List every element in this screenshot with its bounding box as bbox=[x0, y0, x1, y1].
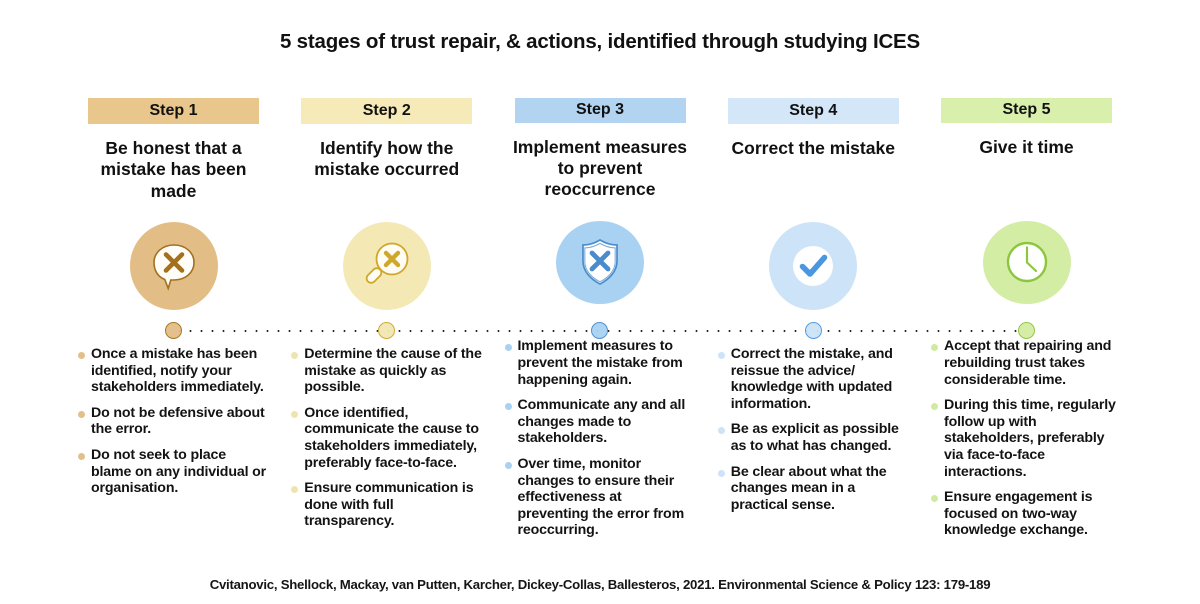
step-4-label-bar[interactable]: Step 4 bbox=[727, 98, 899, 124]
bullet-dot-icon bbox=[504, 344, 512, 352]
step-3-heading: Implement measures to prevent reoccurren… bbox=[512, 136, 688, 200]
bullet-dot-icon bbox=[78, 352, 85, 359]
bullet-dot-icon bbox=[291, 410, 299, 418]
list-item: During this time, regularly follow up wi… bbox=[931, 397, 1122, 480]
list-item: Be clear about what the changes mean in … bbox=[717, 463, 909, 514]
citation: Cvitanovic, Shellock, Mackay, van Putten… bbox=[209, 577, 991, 592]
bullet-text: Be clear about what the changes mean in … bbox=[730, 463, 887, 513]
timeline-rail bbox=[78, 322, 1122, 340]
list-item: Correct the mistake, and reissue the adv… bbox=[717, 346, 909, 412]
bullet-text: Be as explicit as possible as to what ha… bbox=[730, 421, 899, 455]
step-2-bullet-list: Determine the cause of the mistake as qu… bbox=[291, 346, 482, 539]
step-5-bullet-list: Accept that repairing and rebuilding tru… bbox=[931, 338, 1122, 548]
bullet-text: Determine the cause of the mistake as qu… bbox=[304, 346, 482, 396]
bullet-text: Once a mistake has been identified, noti… bbox=[91, 346, 264, 396]
list-item: Do not be defensive about the error. bbox=[78, 405, 269, 438]
step-1-heading: Be honest that a mistake has been made bbox=[100, 138, 247, 201]
bullet-dot-icon bbox=[291, 352, 299, 359]
bullet-dot-icon bbox=[291, 486, 299, 494]
step-1-bullet-list: Once a mistake has been identified, noti… bbox=[78, 346, 269, 506]
list-item: Communicate any and all changes made to … bbox=[504, 397, 696, 447]
bullet-dot-icon bbox=[717, 427, 725, 435]
step-2-label-bar[interactable]: Step 2 bbox=[301, 98, 473, 124]
step-2-heading: Identify how the mistake occurred bbox=[314, 138, 460, 180]
step-1-label-bar[interactable]: Step 1 bbox=[88, 98, 259, 124]
clock-icon bbox=[982, 220, 1071, 304]
bullet-text: Ensure engagement is focused on two-way … bbox=[944, 489, 1093, 539]
bullet-dot-icon bbox=[931, 344, 938, 352]
step-3-bullet-list: Implement measures to prevent the mistak… bbox=[504, 338, 696, 548]
check-circle-icon bbox=[769, 222, 858, 310]
step-3-label-bar[interactable]: Step 3 bbox=[514, 98, 686, 123]
list-item: Determine the cause of the mistake as qu… bbox=[291, 346, 482, 396]
step-4-bullet-list: Correct the mistake, and reissue the adv… bbox=[717, 346, 909, 522]
bullet-text: Once identified, communicate the cause t… bbox=[304, 404, 479, 471]
bullet-text: Do not seek to place blame on any indivi… bbox=[91, 447, 267, 497]
magnifier-x-icon bbox=[342, 222, 431, 310]
bullet-text: During this time, regularly follow up wi… bbox=[944, 397, 1116, 480]
bullet-dot-icon bbox=[78, 453, 85, 461]
list-item: Once identified, communicate the cause t… bbox=[291, 405, 482, 471]
shield-x-icon bbox=[556, 220, 644, 304]
timeline-node-2[interactable] bbox=[378, 322, 396, 339]
bullet-dot-icon bbox=[717, 469, 725, 477]
bullet-text: Implement measures to prevent the mistak… bbox=[517, 338, 683, 388]
bullet-dot-icon bbox=[504, 461, 512, 469]
step-column-1: Step 1 Be honest that a mistake has been … bbox=[78, 98, 269, 548]
list-item: Implement measures to prevent the mistak… bbox=[504, 338, 696, 388]
bullet-text: Ensure communication is done with full t… bbox=[304, 480, 474, 530]
bullet-dot-icon bbox=[78, 410, 85, 418]
page-title: 5 stages of trust repair, & actions, ide… bbox=[279, 30, 920, 53]
step-5-label-bar[interactable]: Step 5 bbox=[941, 98, 1112, 123]
timeline-node-1[interactable] bbox=[165, 322, 182, 339]
list-item: Over time, monitor changes to ensure the… bbox=[504, 455, 696, 539]
timeline-node-5[interactable] bbox=[1017, 322, 1035, 339]
steps-container: Step 1 Be honest that a mistake has been … bbox=[78, 98, 1122, 548]
timeline-node-4[interactable] bbox=[804, 322, 822, 339]
bullet-dot-icon bbox=[504, 403, 512, 411]
bullet-text: Over time, monitor changes to ensure the… bbox=[517, 455, 685, 539]
list-item: Do not seek to place blame on any indivi… bbox=[78, 447, 269, 497]
timeline-node-3[interactable] bbox=[591, 322, 609, 339]
bullet-text: Communicate any and all changes made to … bbox=[517, 397, 686, 447]
speech-bubble-x-icon bbox=[129, 222, 218, 310]
bullet-dot-icon bbox=[931, 403, 938, 411]
bullet-text: Do not be defensive about the error. bbox=[91, 404, 265, 438]
bullet-dot-icon bbox=[931, 495, 938, 503]
step-5-heading: Give it time bbox=[979, 136, 1074, 157]
bullet-text: Correct the mistake, and reissue the adv… bbox=[730, 346, 893, 412]
list-item: Ensure communication is done with full t… bbox=[291, 480, 482, 530]
bullet-text: Accept that repairing and rebuilding tru… bbox=[944, 338, 1112, 388]
list-item: Be as explicit as possible as to what ha… bbox=[717, 421, 909, 455]
list-item: Once a mistake has been identified, noti… bbox=[78, 346, 269, 396]
step-column-3: Step 3 Implement measures to prevent reoc… bbox=[504, 98, 696, 548]
step-4-heading: Correct the mistake bbox=[731, 138, 895, 158]
list-item: Ensure engagement is focused on two-way … bbox=[931, 489, 1122, 539]
bullet-dot-icon bbox=[717, 352, 725, 359]
list-item: Accept that repairing and rebuilding tru… bbox=[931, 338, 1122, 388]
